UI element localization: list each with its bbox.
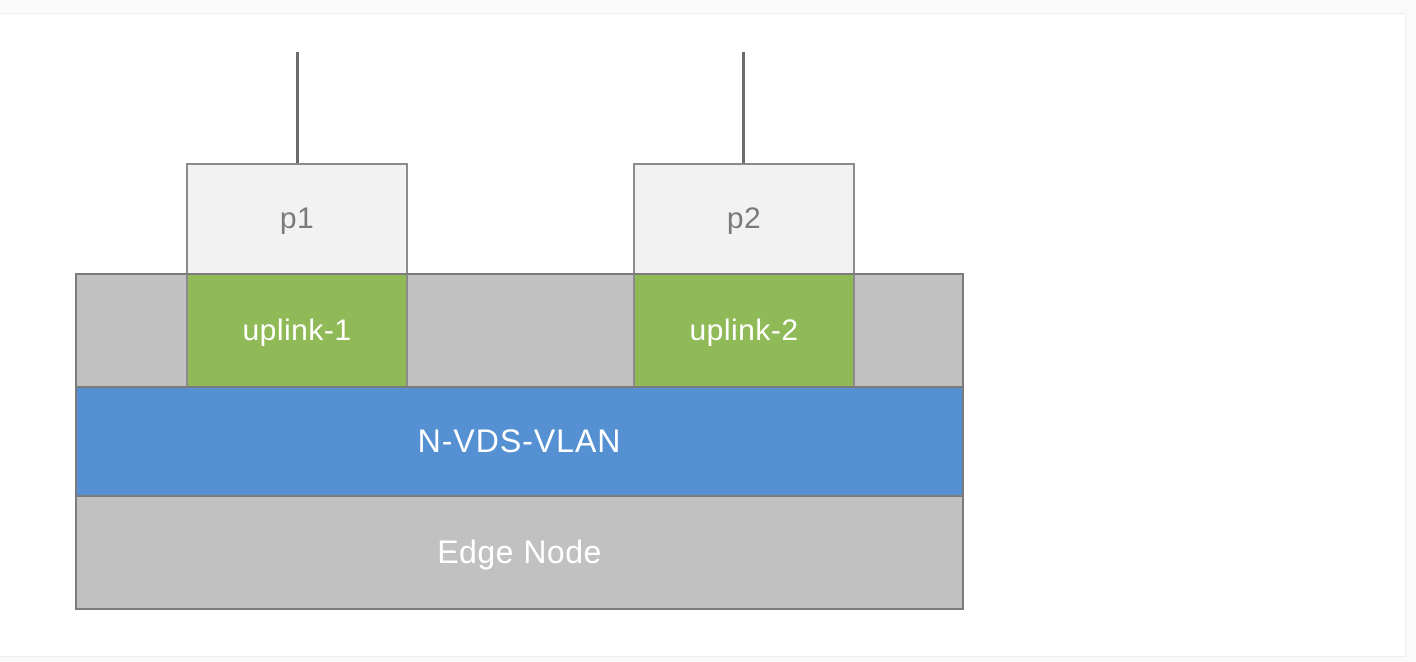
nvds-vlan-label: N-VDS-VLAN bbox=[417, 423, 622, 459]
uplink-1-wire bbox=[296, 52, 299, 165]
port-p2-label: p2 bbox=[726, 202, 762, 235]
uplink-2-wire bbox=[742, 52, 745, 165]
port-p1-box: p1 bbox=[186, 163, 408, 273]
uplink-2-box: uplink-2 bbox=[633, 275, 855, 386]
edge-node-band: Edge Node bbox=[75, 495, 964, 610]
port-p2-box: p2 bbox=[633, 163, 855, 273]
uplink-2-label: uplink-2 bbox=[689, 313, 799, 347]
uplinks-band: uplink-1 uplink-2 bbox=[75, 273, 964, 388]
port-p1-label: p1 bbox=[279, 202, 315, 235]
nvds-vlan-band: N-VDS-VLAN bbox=[75, 386, 964, 497]
uplink-1-label: uplink-1 bbox=[242, 313, 352, 347]
uplink-1-box: uplink-1 bbox=[186, 275, 408, 386]
edge-node-label: Edge Node bbox=[437, 534, 602, 570]
